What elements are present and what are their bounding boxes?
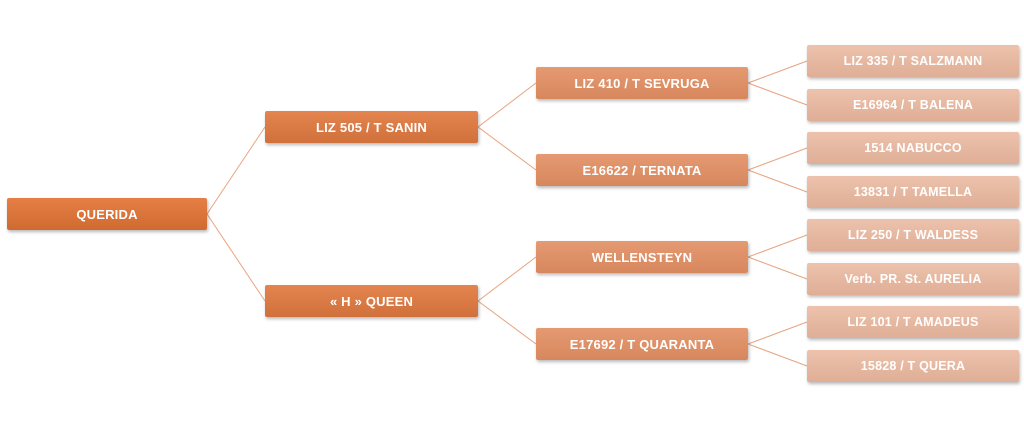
connector-line	[747, 82, 808, 106]
connector-line	[747, 343, 808, 367]
connector-line	[206, 213, 266, 302]
connector-line	[206, 126, 266, 215]
connector-line	[747, 321, 808, 345]
node-sire-sire[interactable]: LIZ 410 / T SEVRUGA	[536, 67, 748, 99]
node-querida[interactable]: QUERIDA	[7, 198, 207, 230]
node-sire-dam[interactable]: E16622 / TERNATA	[536, 154, 748, 186]
node-great-grandparent[interactable]: E16964 / T BALENA	[807, 89, 1019, 121]
connector-line	[747, 60, 808, 84]
node-great-grandparent[interactable]: LIZ 101 / T AMADEUS	[807, 306, 1019, 338]
connector-line	[747, 256, 808, 280]
node-dam-dam[interactable]: E17692 / T QUARANTA	[536, 328, 748, 360]
connector-line	[477, 300, 537, 345]
node-great-grandparent[interactable]: 1514 NABUCCO	[807, 132, 1019, 164]
node-dam-sire[interactable]: WELLENSTEYN	[536, 241, 748, 273]
node-great-grandparent[interactable]: 15828 / T QUERA	[807, 350, 1019, 382]
connector-line	[747, 147, 808, 171]
connector-line	[747, 169, 808, 193]
node-great-grandparent[interactable]: LIZ 250 / T WALDESS	[807, 219, 1019, 251]
connector-line	[477, 82, 537, 128]
node-sire[interactable]: LIZ 505 / T SANIN	[265, 111, 478, 143]
node-dam[interactable]: « H » QUEEN	[265, 285, 478, 317]
connector-line	[747, 234, 808, 258]
node-great-grandparent[interactable]: 13831 / T TAMELLA	[807, 176, 1019, 208]
connector-line	[477, 256, 537, 302]
node-great-grandparent[interactable]: Verb. PR. St. AURELIA	[807, 263, 1019, 295]
node-great-grandparent[interactable]: LIZ 335 / T SALZMANN	[807, 45, 1019, 77]
connector-line	[477, 126, 537, 171]
